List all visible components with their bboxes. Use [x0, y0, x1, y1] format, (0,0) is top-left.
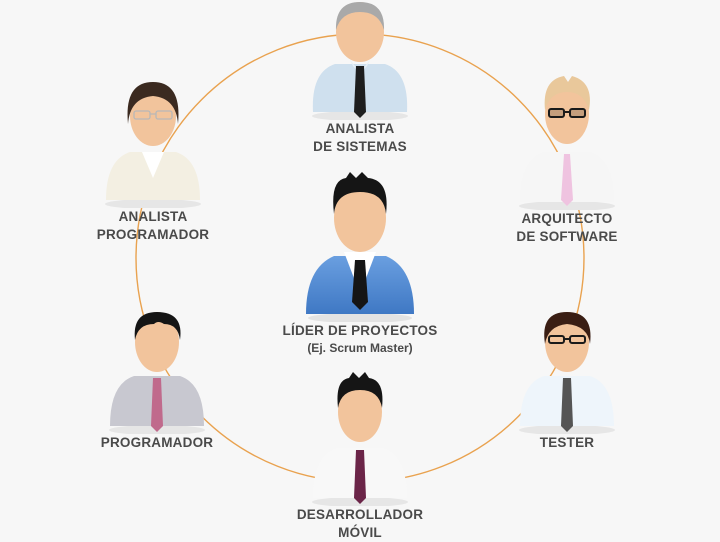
person-avatar-icon	[312, 2, 408, 120]
role-label: DESARROLLADOR	[296, 507, 424, 522]
role-label: LÍDER DE PROYECTOS	[282, 323, 438, 338]
role-tester: TESTER	[502, 308, 632, 452]
person-avatar-icon	[312, 372, 408, 506]
role-label: PROGRAMADOR	[96, 227, 210, 242]
role-label: MÓVIL	[338, 525, 382, 540]
role-label: ANALISTA	[325, 121, 395, 136]
role-arquitecto-software: ARQUITECTO DE SOFTWARE	[502, 74, 632, 246]
role-sublabel: (Ej. Scrum Master)	[307, 341, 413, 355]
person-avatar-icon	[109, 312, 205, 434]
role-label: DE SOFTWARE	[516, 229, 618, 244]
person-avatar-icon	[519, 312, 615, 434]
role-label: ARQUITECTO	[521, 211, 613, 226]
role-label: PROGRAMADOR	[100, 435, 214, 450]
role-lider-proyectos: LÍDER DE PROYECTOS (Ej. Scrum Master)	[270, 172, 450, 356]
role-analista-programador: ANALISTA PROGRAMADOR	[88, 80, 218, 244]
role-desarrollador-movil: DESARROLLADOR MÓVIL	[280, 372, 440, 542]
role-label: TESTER	[539, 435, 595, 450]
role-label: DE SISTEMAS	[313, 139, 407, 154]
role-label: ANALISTA	[118, 209, 188, 224]
role-programador: PROGRAMADOR	[92, 308, 222, 452]
person-avatar-icon	[306, 172, 414, 322]
role-analista-sistemas: ANALISTA DE SISTEMAS	[300, 0, 420, 156]
person-avatar-icon	[519, 76, 615, 210]
person-avatar-icon	[105, 82, 201, 208]
